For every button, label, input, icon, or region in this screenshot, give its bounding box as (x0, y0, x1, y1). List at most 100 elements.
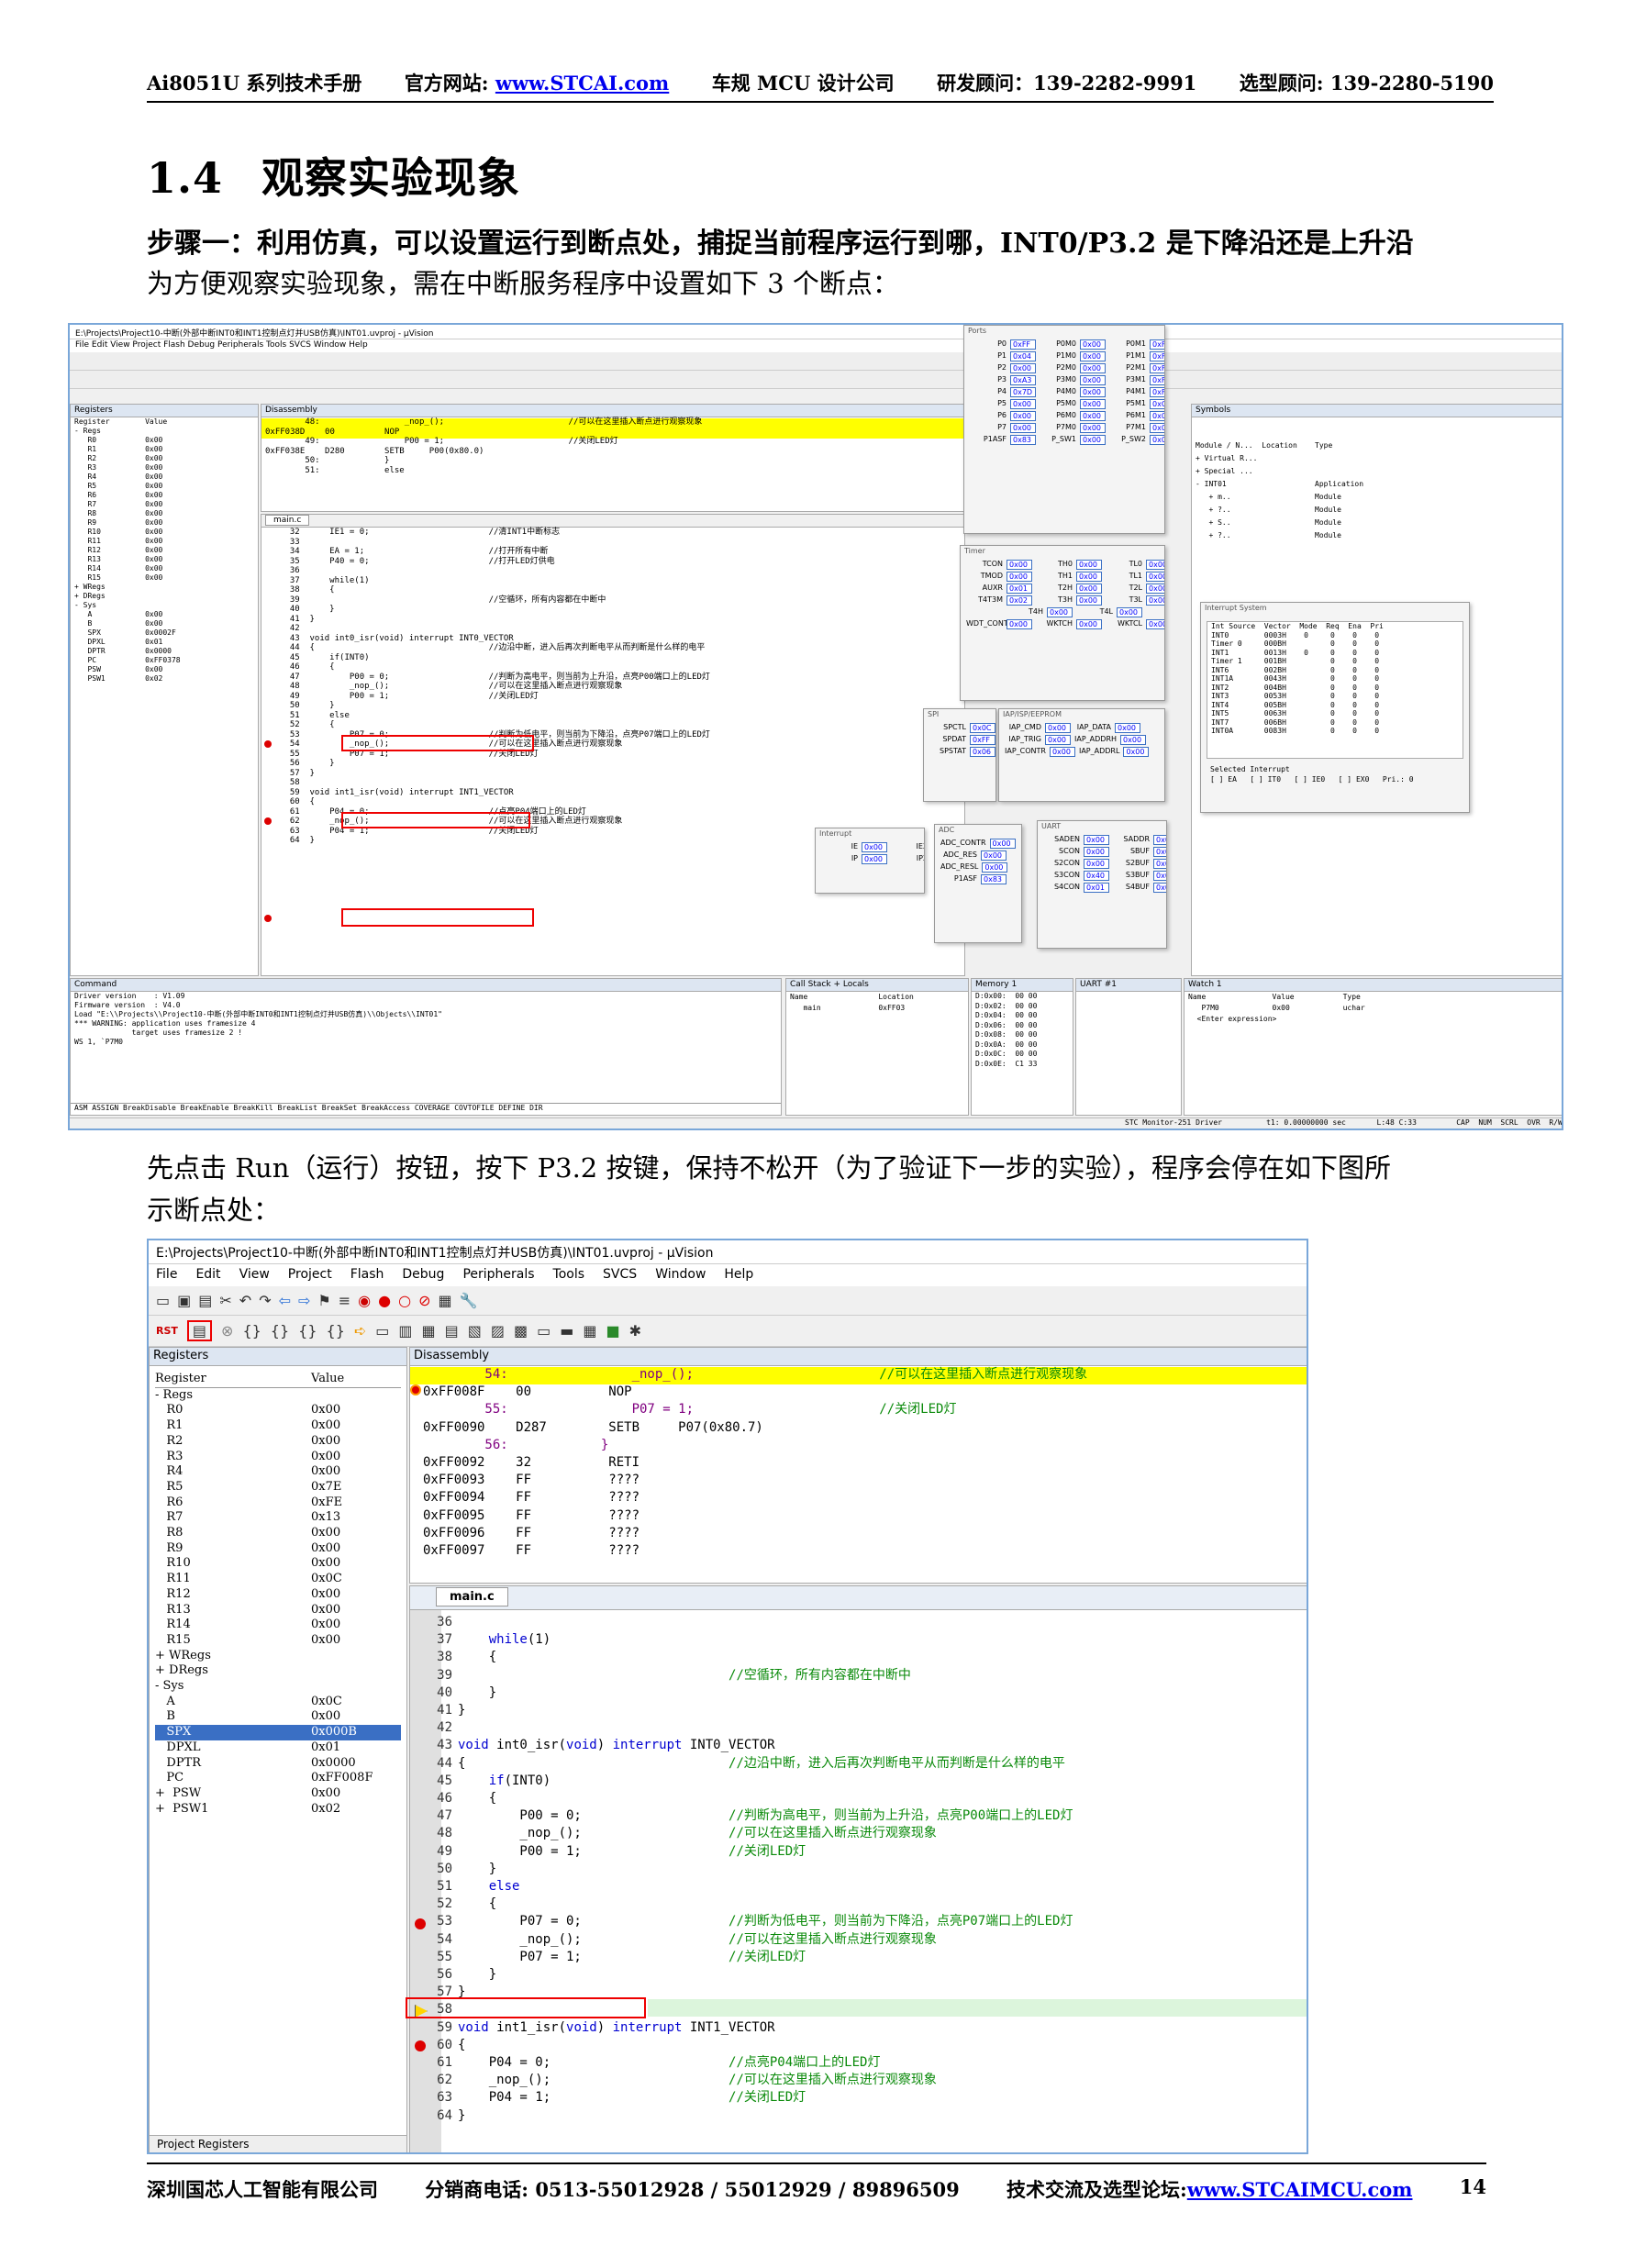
step-out-icon[interactable]: {} (298, 1322, 317, 1340)
disasm-window-icon[interactable]: ▥ (398, 1322, 413, 1340)
register-value[interactable]: 0x00 (311, 1540, 341, 1555)
register-value[interactable]: 0x00 (311, 1556, 341, 1571)
uart-reg-value[interactable]: 0x00 (1084, 835, 1109, 845)
timer-reg-value[interactable]: 0x00 (1047, 607, 1073, 617)
register-value[interactable]: 0x00 (311, 1464, 341, 1479)
register-value[interactable]: 0x0000 (311, 1755, 356, 1770)
timer-reg-value[interactable]: 0x00 (1076, 572, 1102, 582)
iap-reg-value[interactable]: 0x00 (1123, 747, 1150, 757)
uart-reg-value[interactable]: 0x00 (1153, 883, 1166, 893)
open-icon[interactable]: ▣ (177, 1292, 192, 1309)
timer-reg-value[interactable]: 0x00 (1146, 572, 1164, 582)
ports-reg-value[interactable]: 0x00 (1010, 363, 1036, 373)
register-value[interactable]: 0xFF008F (311, 1771, 373, 1785)
register-value[interactable]: Value (311, 1372, 345, 1385)
menu-item-svcs[interactable]: SVCS (603, 1267, 638, 1282)
header-site-link[interactable]: www.STCAI.com (495, 72, 670, 94)
timer-reg-value[interactable]: 0x00 (1076, 619, 1102, 629)
tab-main-c[interactable]: main.c (265, 515, 310, 526)
timer-reg-value[interactable]: 0x00 (1146, 560, 1164, 570)
adc-reg-value[interactable]: 0x83 (981, 874, 1007, 884)
register-value[interactable]: 0x00 (311, 1602, 341, 1617)
toolbox-icon[interactable]: ✱ (628, 1322, 642, 1340)
symbols-window-icon[interactable]: ▦ (421, 1322, 436, 1340)
menu-item-edit[interactable]: Edit (195, 1267, 221, 1282)
ports-reg-value[interactable]: 0xFF (1150, 363, 1164, 373)
config-icon[interactable]: 🔧 (459, 1292, 478, 1309)
ports-reg-value[interactable]: 0x00 (1010, 411, 1036, 421)
uart-reg-value[interactable]: 0x00 (1084, 859, 1109, 869)
show-next-icon[interactable]: ➪ (353, 1322, 367, 1340)
ports-reg-value[interactable]: 0xFF (1150, 351, 1164, 361)
ports-reg-value[interactable]: 0x00 (1010, 423, 1036, 433)
menu-item-flash[interactable]: Flash (350, 1267, 384, 1282)
register-value[interactable]: 0x0C (311, 1572, 342, 1586)
adc-reg-value[interactable]: 0x00 (989, 839, 1016, 849)
intr-reg-value[interactable]: 0x00 (862, 842, 887, 852)
bottom-tabs-2[interactable]: Project Registers (150, 2135, 406, 2152)
timer-reg-value[interactable]: 0x02 (1007, 595, 1032, 606)
footer-forum-link[interactable]: www.STCAIMCU.com (1186, 2178, 1413, 2201)
ports-reg-value[interactable]: 0x00 (1080, 399, 1106, 409)
tab-main-c-2[interactable]: main.c (436, 1587, 508, 1606)
breakpoint-insert-icon[interactable]: ● (378, 1292, 392, 1309)
ports-reg-value[interactable]: 0x00 (1150, 411, 1164, 421)
iap-reg-value[interactable]: 0x00 (1045, 735, 1071, 745)
run-to-cursor-icon[interactable]: {} (326, 1322, 345, 1340)
ports-reg-value[interactable]: 0xFF (1150, 339, 1164, 350)
callstack-window-icon[interactable]: ▧ (467, 1322, 482, 1340)
register-value[interactable]: 0x00 (311, 1526, 341, 1540)
ports-reg-value[interactable]: 0x00 (1080, 375, 1106, 385)
menu-item-tools[interactable]: Tools (552, 1267, 585, 1282)
back-icon[interactable]: ⇦ (278, 1292, 291, 1309)
register-value[interactable]: 0x01 (311, 1740, 341, 1754)
ports-reg-value[interactable]: 0x00 (1150, 435, 1164, 445)
timer-reg-value[interactable]: 0x00 (1076, 584, 1102, 594)
interrupt-window[interactable]: Interrupt IE0x00IE20x80IP0x00IP20x00 (815, 828, 925, 894)
ports-reg-value[interactable]: 0x00 (1080, 363, 1106, 373)
timer-reg-value[interactable]: 0x00 (1076, 560, 1102, 570)
register-value[interactable]: 0x7E (311, 1479, 342, 1494)
timer-reg-value[interactable]: 0x00 (1146, 619, 1164, 629)
run-button[interactable]: ▤ (186, 1320, 213, 1341)
register-value[interactable]: 0x02 (311, 1801, 341, 1816)
ports-window[interactable]: Ports P00xFFP0M00x00P0M10xFFP10x04P1M00x… (963, 325, 1165, 534)
register-value[interactable]: 0x00 (311, 1618, 341, 1632)
spi-reg-value[interactable]: 0x0C (970, 723, 995, 733)
timer-window[interactable]: Timer TCON0x00TH00x00TL00x00TMOD0x00TH10… (960, 545, 1165, 701)
timer-reg-value[interactable]: 0x00 (1146, 595, 1164, 606)
breakpoint-kill-icon[interactable]: ⊘ (418, 1292, 431, 1309)
ports-reg-value[interactable]: 0x00 (1080, 411, 1106, 421)
uart-reg-value[interactable]: 0x00 (1153, 871, 1166, 881)
iap-reg-value[interactable]: 0x00 (1115, 723, 1140, 733)
ports-reg-value[interactable]: 0xFF (1010, 339, 1036, 350)
breakpoint-disable-icon[interactable]: ○ (398, 1292, 412, 1309)
breakpoint-dot-48-2[interactable] (415, 1918, 426, 1929)
register-value[interactable]: 0x00 (311, 1403, 341, 1418)
iap-reg-value[interactable]: 0x00 (1120, 735, 1147, 745)
menu-item-project[interactable]: Project (287, 1267, 332, 1282)
registers-window-icon[interactable]: ▤ (444, 1322, 459, 1340)
adc-reg-value[interactable]: 0x00 (981, 850, 1007, 861)
ports-reg-value[interactable]: 0x00 (1150, 423, 1164, 433)
watch-window-icon[interactable]: ▨ (490, 1322, 506, 1340)
bookmark-icon[interactable]: ⚑ (317, 1292, 331, 1309)
uart-reg-value[interactable]: 0x01 (1084, 883, 1109, 893)
menu-item-help[interactable]: Help (724, 1267, 754, 1282)
menu-item-window[interactable]: Window (655, 1267, 706, 1282)
menu-bar[interactable]: File Edit View Project Flash Debug Perip… (70, 339, 1562, 352)
cut-icon[interactable]: ✂ (219, 1292, 232, 1309)
uart-reg-value[interactable]: 0x00 (1153, 859, 1166, 869)
menu-item-file[interactable]: File (156, 1267, 178, 1282)
uart-reg-value[interactable]: 0x40 (1084, 871, 1109, 881)
new-file-icon[interactable]: ▭ (156, 1292, 171, 1309)
ports-reg-value[interactable]: 0xCF (1150, 399, 1164, 409)
debug-session-icon[interactable]: ◉ (358, 1292, 372, 1309)
register-value[interactable]: 0x0C (311, 1694, 342, 1708)
serial-window-icon[interactable]: ▭ (537, 1322, 551, 1340)
iap-reg-value[interactable]: 0x00 (1049, 747, 1075, 757)
register-value[interactable]: 0x00 (311, 1709, 341, 1724)
menu-item-debug[interactable]: Debug (402, 1267, 445, 1282)
